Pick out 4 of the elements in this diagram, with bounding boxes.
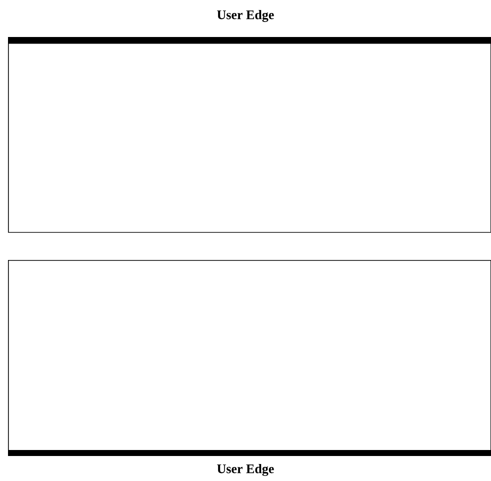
panel-box: User Edge bbox=[8, 260, 491, 476]
panel-box: User Edge bbox=[8, 10, 491, 233]
node-label: User Edge bbox=[217, 10, 274, 22]
node-label: User Edge bbox=[217, 464, 274, 476]
